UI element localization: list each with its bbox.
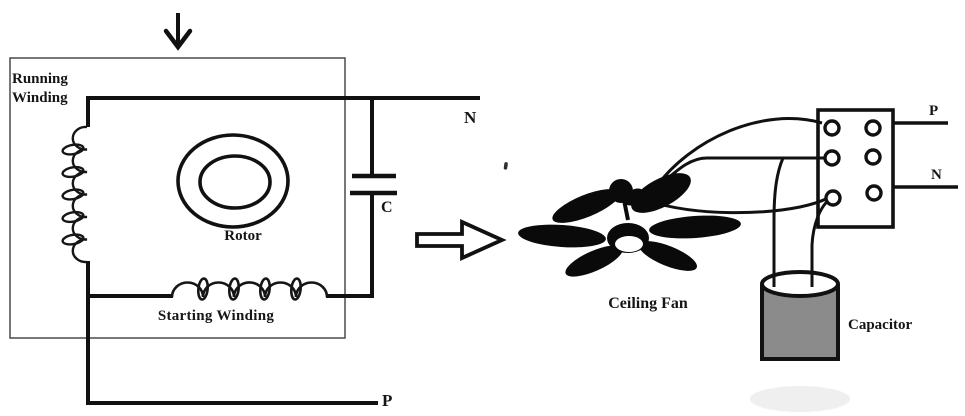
fan-installation bbox=[518, 108, 958, 361]
motor-enclosure-box bbox=[9, 57, 346, 339]
capacitor-symbol bbox=[350, 173, 397, 196]
starting-winding-coil bbox=[170, 277, 329, 301]
terminal-holes bbox=[823, 119, 883, 207]
neutral-label-schematic: N bbox=[464, 108, 477, 127]
rotor-symbol bbox=[176, 133, 290, 229]
running-winding-label: Running Winding bbox=[12, 71, 68, 106]
right-block-arrow-icon bbox=[415, 219, 507, 261]
down-arrow-icon bbox=[163, 13, 193, 51]
smudge-artifact bbox=[750, 386, 850, 412]
capacitor-letter-label: C bbox=[381, 199, 393, 216]
starting-winding-label: Starting Winding bbox=[157, 308, 275, 324]
phase-label-schematic: P bbox=[382, 391, 393, 410]
ceiling-fan-icon bbox=[518, 173, 741, 277]
capacitor-label: Capacitor bbox=[848, 317, 913, 333]
neutral-label-terminal: N bbox=[931, 167, 942, 183]
phase-label-terminal: P bbox=[929, 103, 939, 119]
motor-schematic bbox=[9, 13, 480, 405]
ceiling-fan-label: Ceiling Fan bbox=[608, 295, 688, 312]
capacitor-cylinder bbox=[760, 270, 840, 361]
supply-leads bbox=[893, 121, 958, 189]
running-winding-coil bbox=[61, 125, 88, 264]
rotor-label: Rotor bbox=[224, 228, 262, 244]
schematic-wires bbox=[86, 96, 480, 405]
speck-artifact bbox=[503, 162, 508, 170]
